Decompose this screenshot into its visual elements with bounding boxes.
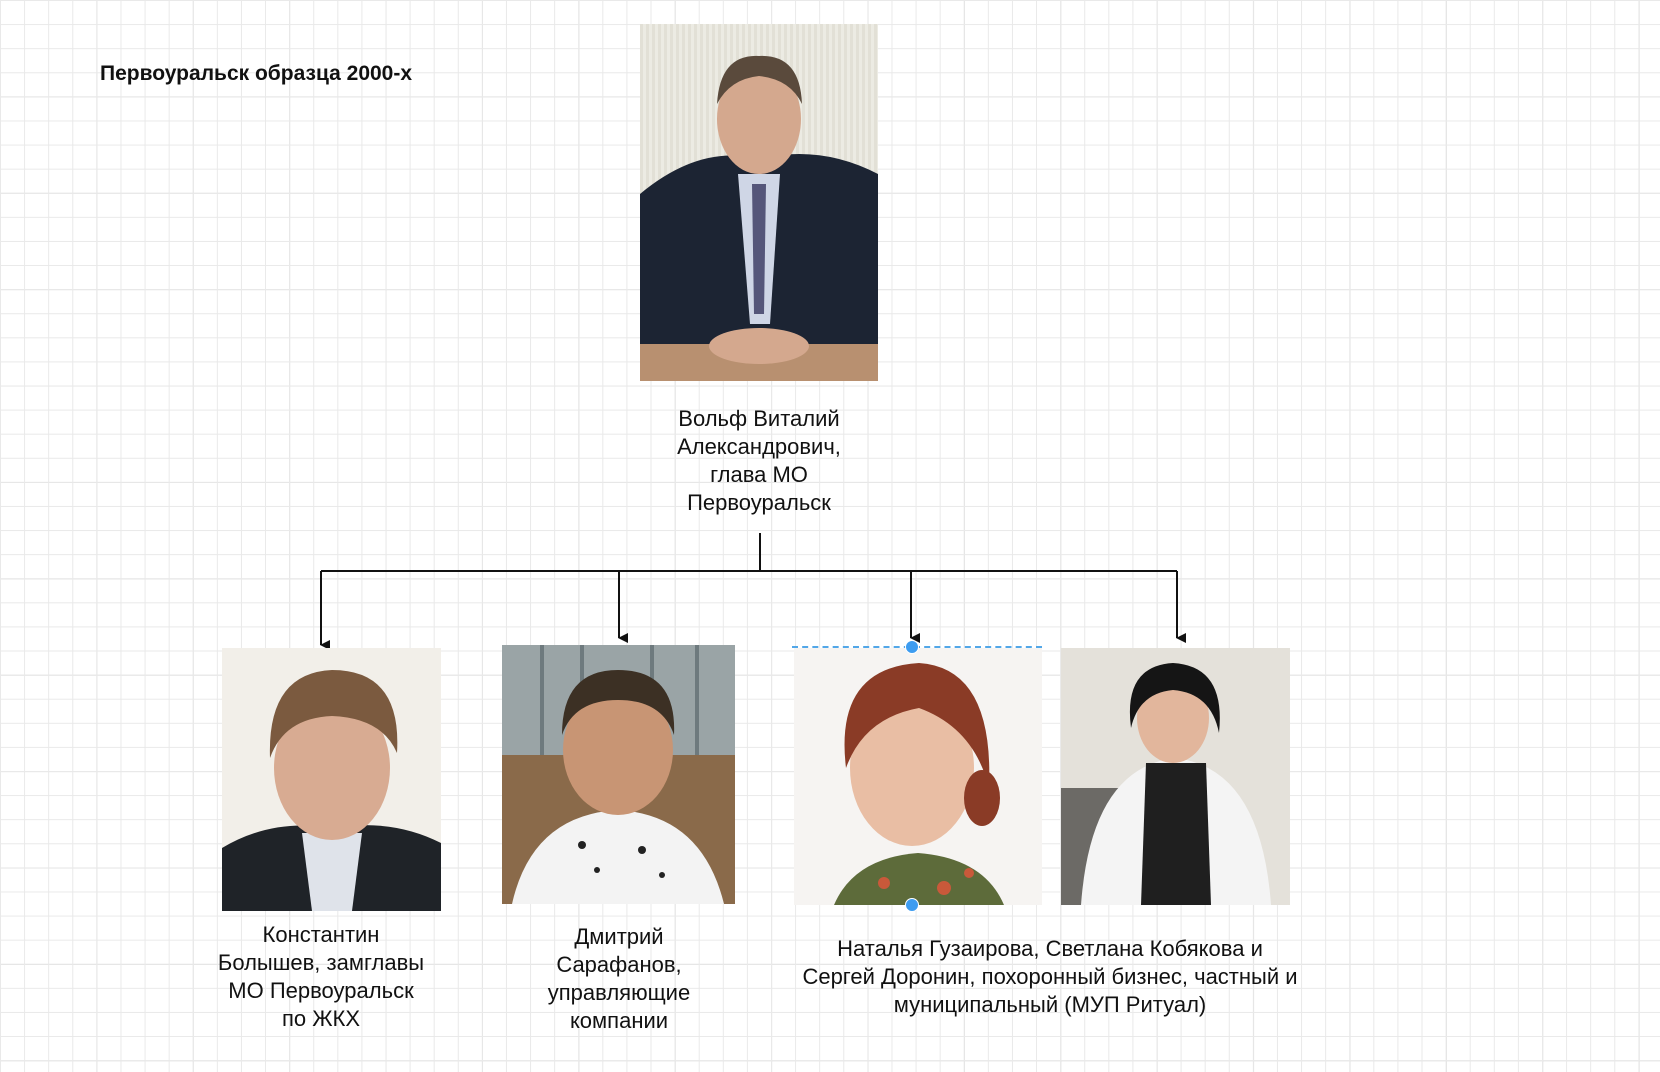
- selection-handle-top[interactable]: [905, 640, 919, 654]
- photo-bolyshev[interactable]: [222, 648, 441, 911]
- label-funeral-business: Наталья Гузаирова, Светлана Кобякова и С…: [802, 936, 1298, 1017]
- label-bolyshev: Константин Болышев, замглавы МО Первоура…: [217, 922, 425, 1031]
- photo-kobyakova[interactable]: [1061, 648, 1290, 905]
- label-wolf: Вольф Виталий Александрович, глава МО Пе…: [677, 406, 841, 515]
- photo-wolf[interactable]: [640, 24, 878, 381]
- label-sarafanov: Дмитрий Сарафанов, управляющие компании: [547, 924, 691, 1033]
- photo-guzairova[interactable]: [794, 648, 1042, 905]
- selection-handle-bottom[interactable]: [905, 898, 919, 912]
- diagram-title: Первоуральск образца 2000-х: [100, 62, 413, 85]
- photo-sarafanov[interactable]: [502, 645, 735, 904]
